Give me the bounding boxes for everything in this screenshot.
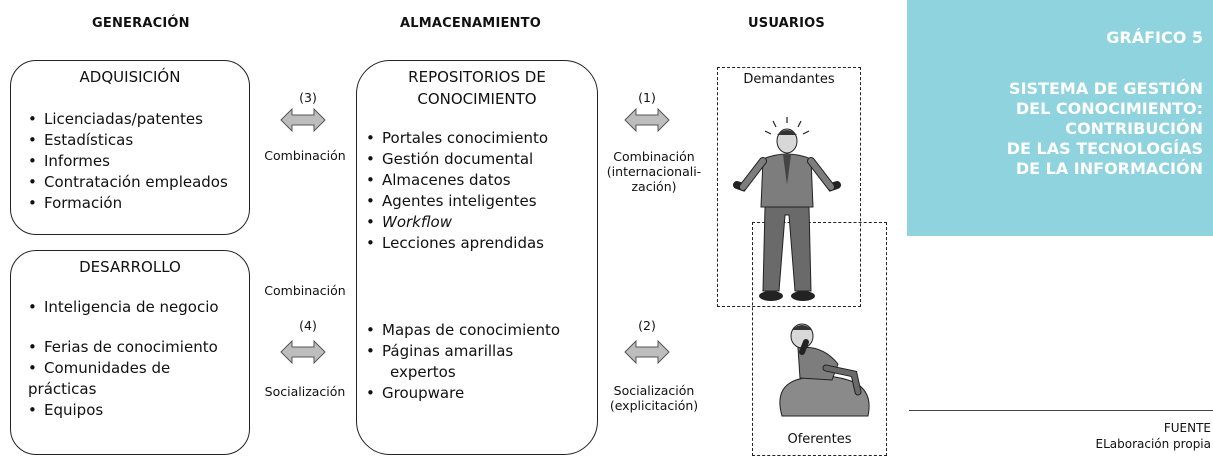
flow-label-socializacion-4: Socialización [264,384,346,399]
list-item-continuation: prácticas [28,380,97,398]
panel-title-line1: SISTEMA DE GESTIÓN [1009,79,1203,98]
list-item: Mapas de conocimiento [366,320,560,341]
flow-number-4: (4) [299,318,317,333]
list-item: Contratación empleados [28,172,228,193]
list-item: expertos [366,362,560,383]
list-item: Licenciadas/patentes [28,109,228,130]
list-item: Estadísticas [28,130,228,151]
flow-number-3: (3) [299,90,317,105]
panel-title-line2: DEL CONOCIMIENTO: [1015,99,1203,118]
list-item: Agentes inteligentes [366,191,548,212]
oferentes-frame [752,222,887,456]
fuente-divider [909,410,1213,411]
column-title-almacenamiento: ALMACENAMIENTO [400,16,541,31]
double-arrow-icon [624,108,670,132]
list-item-continuation: expertos [390,363,456,381]
list-item: Formación [28,193,228,214]
grafico-number: GRÁFICO 5 [1106,28,1203,47]
list-item: Páginas amarillas [366,341,560,362]
flow-label-combinacion-1-line3: zación) [631,179,677,194]
column-title-usuarios: USUARIOS [748,16,825,31]
list-item: Lecciones aprendidas [366,233,548,254]
title-panel: GRÁFICO 5 SISTEMA DE GESTIÓN DEL CONOCIM… [907,0,1213,236]
panel-title-line3: CONTRIBUCIÓN [1065,119,1203,138]
repositorios-box: REPOSITORIOS DE CONOCIMIENTO Portales co… [356,60,598,455]
repositorios-list-bottom: Mapas de conocimiento Páginas amarillas … [366,320,560,404]
double-arrow-icon [280,108,326,132]
list-item: Inteligencia de negocio [28,297,219,318]
fuente-label: FUENTE [1163,421,1211,435]
flow-label-socializacion-2-line2: (explicitación) [609,398,699,413]
repositorios-title-line1: REPOSITORIOS DE [408,68,546,86]
list-item: Gestión documental [366,149,548,170]
panel-title-line5: DE LA INFORMACIÓN [1015,159,1203,178]
double-arrow-icon [624,340,670,364]
repositorios-title-line2: CONOCIMIENTO [417,90,537,108]
list-item: Equipos [28,400,219,421]
panel-title-line4: DE LAS TECNOLOGÍAS [1006,139,1203,158]
fuente-text: ELaboración propia [1095,437,1212,451]
demandantes-label: Demandantes [743,72,835,87]
flow-label-combinacion-mid: Combinación [264,283,346,298]
list-item: Workflow [366,212,548,233]
desarrollo-title: DESARROLLO [79,258,181,276]
list-item: Almacenes datos [366,170,548,191]
column-title-generacion: GENERACIÓN [92,16,190,31]
adquisicion-box: ADQUISICIÓN Licenciadas/patentes Estadís… [10,60,250,235]
list-item: Groupware [366,383,560,404]
flow-label-combinacion-3: Combinación [264,148,346,163]
flow-number-2: (2) [638,318,656,333]
list-item: Portales conocimiento [366,128,548,149]
adquisicion-title: ADQUISICIÓN [79,68,181,86]
oferentes-label: Oferentes [787,432,852,447]
desarrollo-list: Inteligencia de negocio Ferias de conoci… [28,297,219,421]
list-item: Ferias de conocimiento [28,337,219,358]
desarrollo-box: DESARROLLO Inteligencia de negocio Feria… [10,250,250,455]
double-arrow-icon [280,340,326,364]
standing-man-illustration [733,117,841,301]
repositorios-list-top: Portales conocimiento Gestión documental… [366,128,548,254]
list-item: Informes [28,151,228,172]
thinking-man-illustration [779,323,870,417]
flow-label-socializacion-2-line1: Socialización [613,383,695,398]
flow-number-1: (1) [638,90,656,105]
flow-label-combinacion-1-line2: (internacionali- [606,164,702,179]
adquisicion-list: Licenciadas/patentes Estadísticas Inform… [28,109,228,214]
flow-label-combinacion-1-line1: Combinación [613,149,695,164]
list-item: Comunidades de [28,358,219,379]
list-item: prácticas [28,379,219,400]
demandantes-frame [717,67,861,307]
